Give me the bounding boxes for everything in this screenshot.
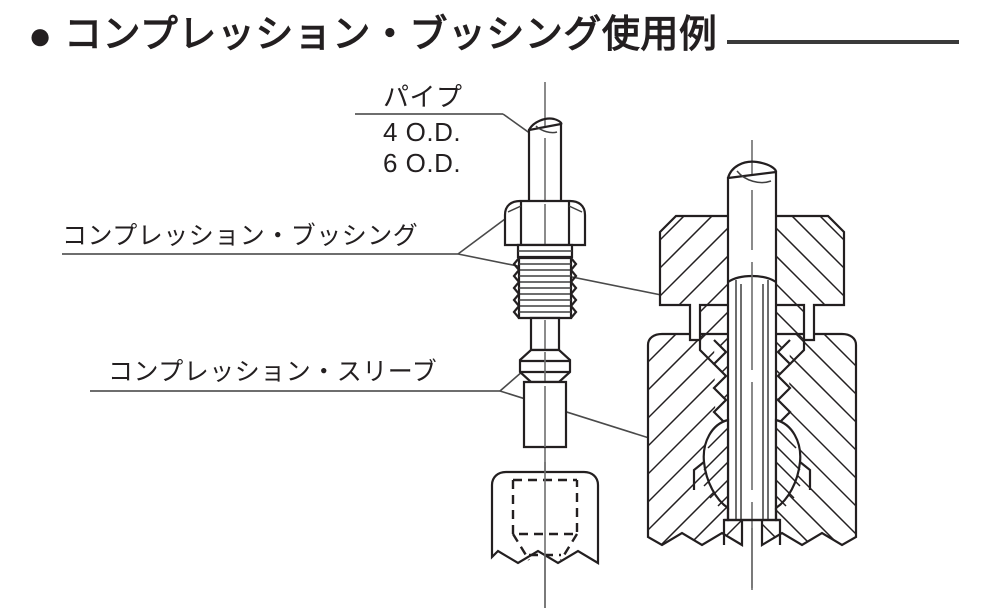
hidden-taper-left — [511, 533, 531, 561]
bushing-head-chamfer-right — [568, 205, 583, 213]
assembly-pipe-top-opening — [726, 160, 778, 179]
bushing-threaded-shank — [512, 256, 578, 320]
thread-lines — [519, 263, 571, 313]
sleeve-label: コンプレッション・スリーブ — [108, 358, 438, 386]
hidden-taper-right — [559, 533, 579, 561]
thread-root-left — [698, 340, 715, 365]
sleeve-seat-left — [692, 461, 705, 490]
sleeve-left-hatch — [703, 427, 729, 507]
pipe-lower — [522, 380, 568, 449]
pipe-middle — [529, 316, 561, 352]
assembly-pipe — [726, 160, 778, 522]
port-block-detail — [490, 462, 600, 608]
bushing-hex-head — [503, 199, 587, 259]
assembly-pipe-top-inner — [736, 170, 772, 184]
page-title: コンプレッション・ブッシング使用例 — [64, 14, 718, 56]
thread-flank-right — [569, 257, 578, 319]
pipe-size-4od: 4 O.D. — [383, 117, 462, 147]
header-rule — [727, 40, 959, 44]
thread-flank-left — [512, 257, 521, 319]
bushing-label: コンプレッション・ブッシング — [62, 222, 419, 250]
pipe-top-opening — [528, 117, 563, 131]
page-header: ● コンプレッション・ブッシング使用例 — [0, 0, 1000, 72]
exploded-view — [490, 82, 600, 608]
compression-sleeve — [518, 348, 572, 384]
sleeve-right-hatch — [775, 427, 801, 507]
pipe-top-inner-ellipse — [535, 125, 558, 134]
leader-lines — [62, 113, 729, 467]
assembly-section-view — [646, 140, 858, 590]
pipe-upper — [527, 117, 563, 208]
pipe-label: パイプ — [383, 82, 463, 112]
assembly-compression-sleeve — [692, 418, 812, 511]
assembly-port-seat — [722, 508, 782, 588]
sleeve-seat-right — [799, 461, 812, 490]
thread-root-right — [789, 340, 806, 365]
bullet-icon: ● — [28, 14, 53, 58]
bushing-leader-left — [457, 215, 510, 255]
bushing-head-chamfer-left — [507, 205, 522, 213]
pipe-size-6od: 6 O.D. — [383, 148, 462, 178]
